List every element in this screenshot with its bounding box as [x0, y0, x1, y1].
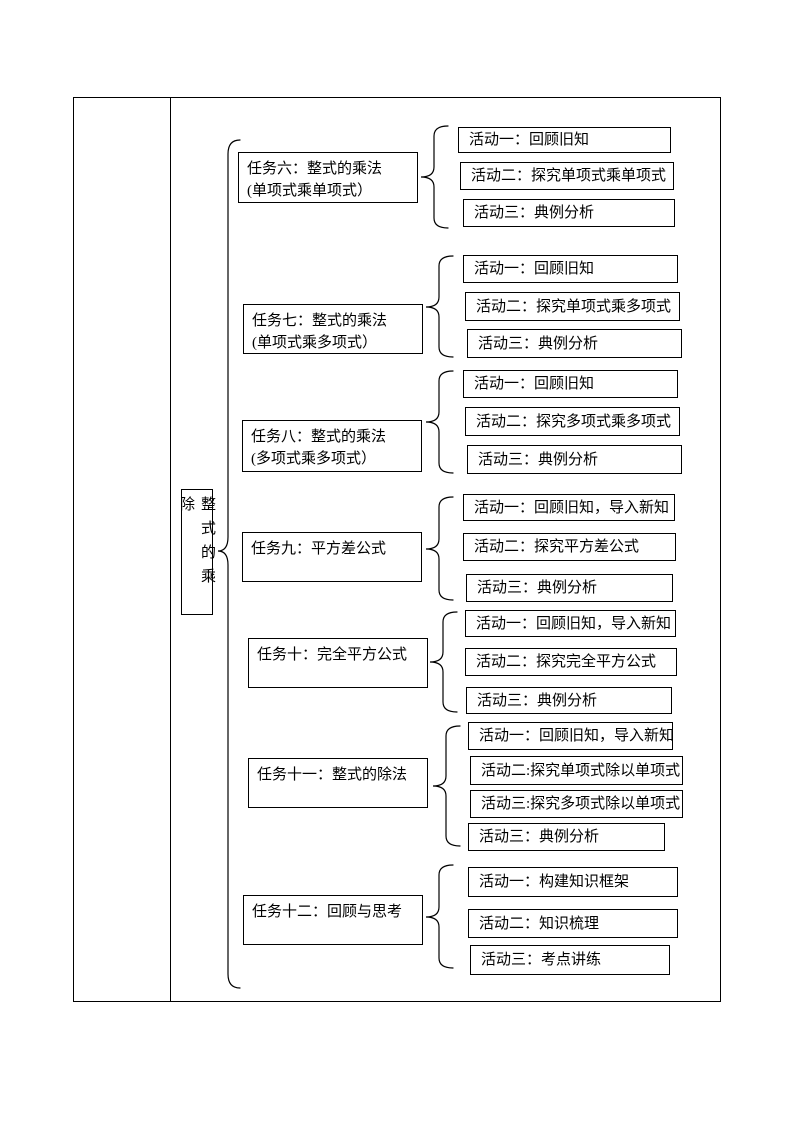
table-column-divider: [170, 97, 171, 1001]
activity-box: 活动三：典例分析: [463, 199, 675, 227]
activity-label: 活动二：探究单项式乘多项式: [476, 298, 672, 315]
activity-box: 活动三：典例分析: [466, 687, 672, 714]
activity-box: 活动一：回顾旧知: [458, 127, 671, 153]
activity-label: 活动三：典例分析: [478, 451, 599, 468]
activity-label: 活动二：知识梳理: [479, 915, 600, 932]
task-subtitle: (单项式乘单项式）: [247, 183, 372, 199]
activity-box: 活动二：探究平方差公式: [463, 533, 676, 561]
activity-label: 活动一：回顾旧知，导入新知: [479, 728, 675, 744]
task-box: 任务七：整式的乘法 (单项式乘多项式）: [243, 304, 423, 354]
task-box: 任务九：平方差公式: [242, 532, 422, 582]
activity-box: 活动二：探究多项式乘多项式: [465, 407, 680, 436]
task-box: 任务十二：回顾与思考: [243, 895, 423, 945]
activity-box: 活动一：回顾旧知，导入新知: [465, 610, 676, 637]
activity-box: 活动二：探究单项式乘多项式: [465, 292, 680, 321]
activity-box: 活动一：回顾旧知，导入新知: [463, 494, 675, 521]
activity-label: 活动一：构建知识框架: [479, 874, 630, 890]
task-title: 任务十：完全平方公式: [257, 647, 408, 663]
activity-label: 活动二:探究单项式除以单项式: [481, 762, 681, 779]
activity-box: 活动二：探究完全平方公式: [465, 648, 677, 676]
activity-label: 活动一：回顾旧知: [474, 376, 595, 392]
activity-label: 活动二：探究平方差公式: [474, 539, 640, 555]
activity-box: 活动一：回顾旧知: [463, 370, 678, 398]
activity-box: 活动三：考点讲练: [470, 945, 670, 975]
task-subtitle: (多项式乘多项式）: [251, 451, 376, 467]
task-title: 任务七：整式的乘法: [252, 313, 388, 329]
activity-box: 活动三:探究多项式除以单项式: [470, 790, 683, 818]
root-topic-box: 整式的乘除: [178, 489, 215, 615]
activity-label: 活动一：回顾旧知: [469, 132, 590, 148]
task-box: 任务六：整式的乘法 (单项式乘单项式）: [238, 152, 418, 203]
activity-label: 活动二：探究多项式乘多项式: [476, 413, 672, 430]
task-title: 任务八：整式的乘法: [251, 429, 387, 445]
task-title: 任务六：整式的乘法: [247, 161, 383, 177]
activity-box: 活动二:探究单项式除以单项式: [470, 756, 683, 785]
activity-box: 活动一：回顾旧知: [463, 255, 678, 283]
activity-label: 活动一：回顾旧知，导入新知: [476, 615, 672, 632]
activity-label: 活动一：回顾旧知，导入新知: [474, 499, 670, 516]
activity-box: 活动三：典例分析: [468, 823, 665, 851]
activity-box: 活动二：探究单项式乘单项式: [460, 162, 674, 190]
task-title: 任务十一：整式的除法: [257, 767, 408, 783]
activity-label: 活动三：典例分析: [479, 829, 600, 845]
activity-box: 活动一：回顾旧知，导入新知: [468, 722, 675, 750]
task-box: 任务八：整式的乘法 (多项式乘多项式）: [242, 420, 422, 472]
activity-label: 活动三：典例分析: [474, 205, 595, 221]
activity-box: 活动二：知识梳理: [468, 909, 678, 938]
activity-label: 活动三：考点讲练: [481, 952, 602, 968]
task-box: 任务十一：整式的除法: [248, 758, 428, 808]
task-title: 任务十二：回顾与思考: [252, 904, 403, 920]
activity-box: 活动三：典例分析: [466, 574, 673, 602]
root-topic-label: 整式的乘除: [178, 496, 215, 592]
task-title: 任务九：平方差公式: [251, 541, 387, 557]
activity-label: 活动一：回顾旧知: [474, 261, 595, 277]
activity-label: 活动二：探究单项式乘单项式: [471, 168, 667, 184]
activity-label: 活动二：探究完全平方公式: [476, 654, 657, 670]
task-subtitle: (单项式乘多项式）: [252, 335, 377, 351]
activity-box: 活动三：典例分析: [467, 445, 682, 474]
activity-box: 活动一：构建知识框架: [468, 867, 678, 897]
task-box: 任务十：完全平方公式: [248, 638, 428, 688]
activity-box: 活动三：典例分析: [467, 329, 682, 358]
activity-label: 活动三:探究多项式除以单项式: [481, 796, 681, 812]
activity-label: 活动三：典例分析: [477, 580, 598, 596]
activity-label: 活动三：典例分析: [477, 692, 598, 709]
activity-label: 活动三：典例分析: [478, 335, 599, 352]
